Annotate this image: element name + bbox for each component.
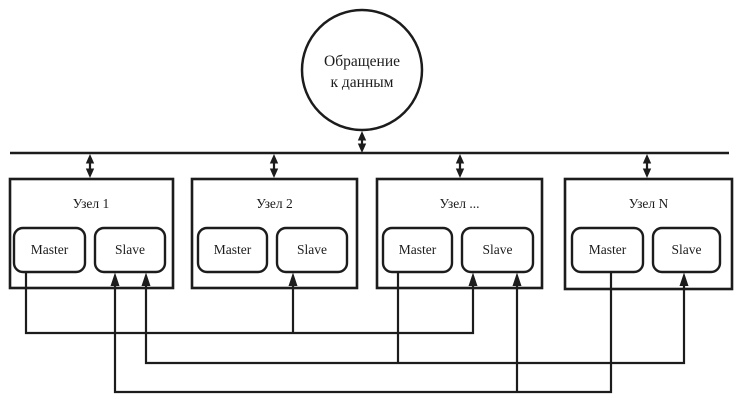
node-1-master-label: Master xyxy=(31,242,69,257)
node-4: Узел N Master Slave xyxy=(563,177,734,291)
arrowhead-slave4-icon xyxy=(679,272,689,286)
bus-node1-double-arrow-icon xyxy=(85,154,95,178)
edge-master4-replication xyxy=(110,272,613,394)
node-3-master-box xyxy=(381,226,454,274)
node-3-slave-label: Slave xyxy=(483,242,513,257)
data-access-label-line1: Обращение xyxy=(324,53,400,70)
node-3-slave-box xyxy=(460,226,535,274)
node-1-master-box xyxy=(12,226,87,274)
data-access-label-line2: к данным xyxy=(331,74,394,91)
node-3: Узел ... Master Slave xyxy=(375,177,544,290)
node-3-master-label: Master xyxy=(399,242,437,257)
edge-master4-line xyxy=(113,272,613,394)
node-2-box xyxy=(190,177,359,290)
edge-master3-replication xyxy=(141,272,689,365)
edge-master3-line xyxy=(144,285,686,365)
arrowhead-slave2-icon xyxy=(288,272,298,286)
node-1-label: Узел 1 xyxy=(73,196,110,211)
node-4-slave-label: Slave xyxy=(672,242,702,257)
node-2-master-label: Master xyxy=(214,242,252,257)
bus-node3-double-arrow-icon xyxy=(455,154,465,178)
node-2-master-box xyxy=(196,226,269,274)
edge-master1-replication xyxy=(24,272,478,335)
edge-master1-line xyxy=(24,272,475,335)
node-1-slave-box xyxy=(93,226,167,274)
arrowhead-slave1-right-icon xyxy=(141,272,151,286)
node-4-master-box xyxy=(570,226,645,274)
bus-node2-double-arrow-icon xyxy=(269,154,279,178)
node-1: Узел 1 Master Slave xyxy=(8,177,175,290)
circle-bus-double-arrow-icon xyxy=(357,131,367,153)
arrowhead-slave3-right-icon xyxy=(512,272,522,286)
node-4-slave-box xyxy=(651,226,722,274)
node-4-label: Узел N xyxy=(629,196,669,211)
data-access-node: Обращение к данным xyxy=(300,8,424,132)
node-1-slave-label: Slave xyxy=(115,242,145,257)
bus-node4-double-arrow-icon xyxy=(642,154,652,178)
node-3-label: Узел ... xyxy=(440,196,480,211)
node-2-slave-box xyxy=(275,226,349,274)
node-1-box xyxy=(8,177,175,290)
node-2: Узел 2 Master Slave xyxy=(190,177,359,290)
node-2-label: Узел 2 xyxy=(256,196,293,211)
node-3-box xyxy=(375,177,544,290)
node-4-master-label: Master xyxy=(589,242,627,257)
data-access-circle xyxy=(300,8,424,132)
node-4-box xyxy=(563,177,734,291)
arrowhead-slave3-left-icon xyxy=(468,272,478,286)
node-2-slave-label: Slave xyxy=(297,242,327,257)
arrowhead-slave1-left-icon xyxy=(110,272,120,286)
